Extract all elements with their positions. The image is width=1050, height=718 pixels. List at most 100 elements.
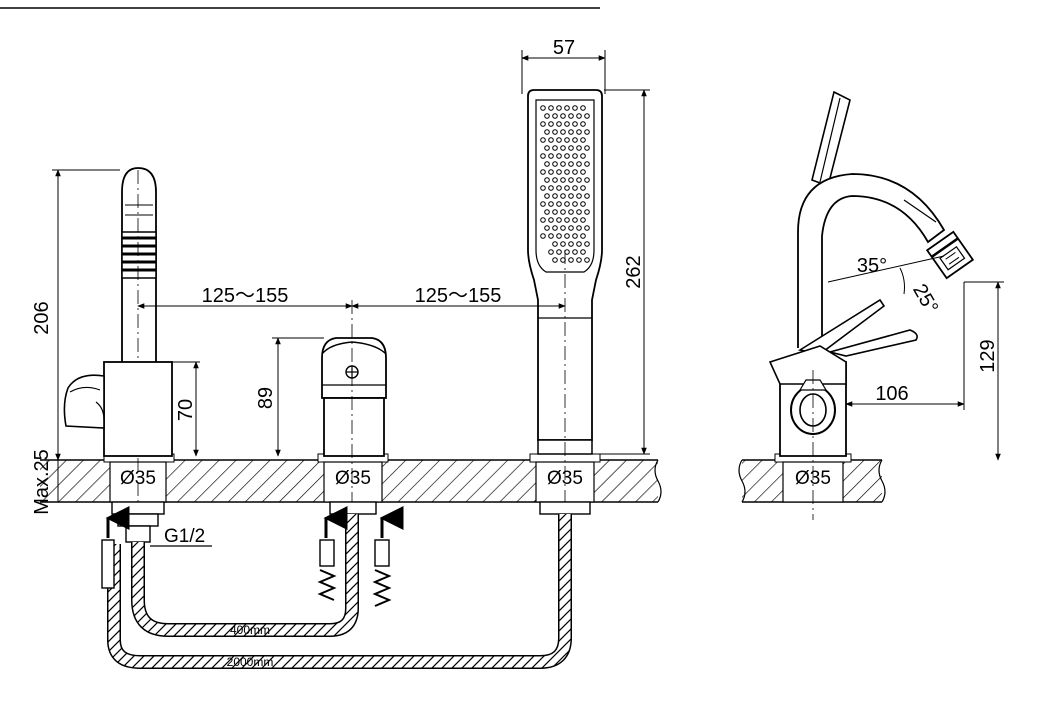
nozzle (576, 113, 582, 119)
nozzle (568, 113, 574, 119)
nozzle (552, 145, 558, 151)
nozzle (540, 185, 546, 191)
nozzle (552, 113, 558, 119)
dim-spacing-right: 125～155 (415, 285, 502, 307)
nozzle (540, 233, 546, 239)
dim-spout-height: 206 (31, 301, 53, 334)
hole-label-valve: Ø35 (335, 468, 371, 489)
handshower-nozzles (540, 105, 590, 263)
nozzle (564, 153, 570, 159)
nozzle (556, 201, 562, 207)
nozzle (556, 169, 562, 175)
nozzle (584, 129, 590, 135)
nozzle (548, 249, 554, 255)
dim-handshower-width: 57 (553, 37, 575, 59)
nozzle (568, 257, 574, 263)
nozzle (564, 185, 570, 191)
nozzle (548, 185, 554, 191)
nozzle (552, 193, 558, 199)
nozzle (580, 217, 586, 223)
dim-spout-body: 70 (175, 399, 197, 421)
nozzle (556, 137, 562, 143)
nozzle (584, 257, 590, 263)
nozzle (552, 161, 558, 167)
dim-handshower-height: 262 (623, 255, 645, 288)
nozzle (572, 185, 578, 191)
nozzle (568, 193, 574, 199)
dim-deck-thickness: Max.25 (31, 449, 53, 515)
nozzle (584, 241, 590, 247)
nozzle (564, 121, 570, 127)
nozzle (560, 209, 566, 215)
nozzle (560, 113, 566, 119)
nozzle (540, 217, 546, 223)
nozzle (576, 225, 582, 231)
nozzle (584, 225, 590, 231)
nozzle (556, 121, 562, 127)
nozzle (564, 105, 570, 111)
nozzle (568, 225, 574, 231)
nozzle (540, 121, 546, 127)
nozzle (552, 257, 558, 263)
nozzle (548, 233, 554, 239)
nozzle (544, 209, 550, 215)
nozzle (580, 249, 586, 255)
nozzle (580, 233, 586, 239)
nozzle (544, 177, 550, 183)
side-view (768, 90, 975, 520)
nozzle (584, 145, 590, 151)
nozzle (584, 177, 590, 183)
dim-valve-height: 89 (255, 387, 277, 409)
nozzle (548, 201, 554, 207)
nozzle (548, 169, 554, 175)
nozzle (584, 161, 590, 167)
nozzle (572, 137, 578, 143)
handshower (527, 89, 603, 520)
nozzle (576, 209, 582, 215)
nozzle (552, 177, 558, 183)
nozzle (544, 225, 550, 231)
nozzle (540, 169, 546, 175)
nozzle (576, 145, 582, 151)
dimension-lines (52, 50, 650, 502)
nozzle (568, 161, 574, 167)
nozzle (568, 129, 574, 135)
nozzle (580, 201, 586, 207)
nozzle (564, 169, 570, 175)
nozzle (540, 153, 546, 159)
nozzle (576, 241, 582, 247)
nozzle (544, 129, 550, 135)
nozzle (544, 145, 550, 151)
nozzle (548, 217, 554, 223)
inlet-hoses (101, 506, 404, 607)
nozzle (572, 169, 578, 175)
nozzle (568, 177, 574, 183)
nozzle (548, 153, 554, 159)
angle-label-35: 35° (857, 255, 887, 277)
nozzle (552, 129, 558, 135)
hose-long-label: 2000mm (227, 655, 274, 669)
nozzle (584, 209, 590, 215)
nozzle (580, 105, 586, 111)
spout-front (63, 167, 173, 520)
nozzle (560, 241, 566, 247)
nozzle (580, 169, 586, 175)
nozzle (580, 153, 586, 159)
nozzle (548, 121, 554, 127)
nozzle (556, 105, 562, 111)
nozzle (576, 161, 582, 167)
nozzle (564, 217, 570, 223)
nozzle (560, 225, 566, 231)
nozzle (556, 185, 562, 191)
nozzle (572, 201, 578, 207)
nozzle (556, 249, 562, 255)
nozzle (576, 257, 582, 263)
nozzle (540, 137, 546, 143)
nozzle (564, 201, 570, 207)
nozzle (572, 153, 578, 159)
nozzle (544, 193, 550, 199)
nozzle (584, 113, 590, 119)
nozzle (560, 161, 566, 167)
nozzle (580, 185, 586, 191)
